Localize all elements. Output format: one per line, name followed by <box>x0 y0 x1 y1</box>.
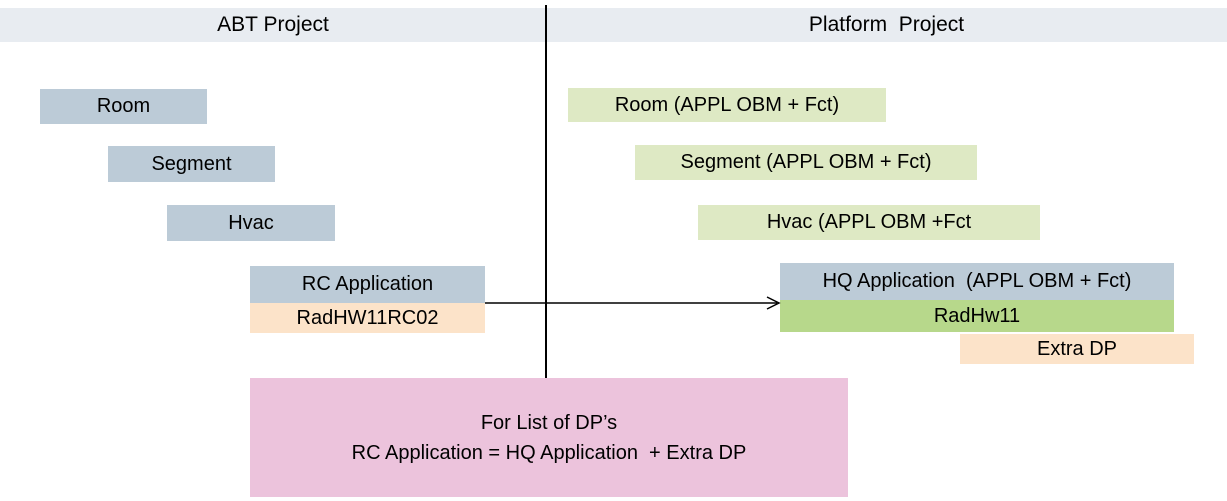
box-radhw11rc02-label: RadHW11RC02 <box>296 306 439 329</box>
box-hq-application-label: HQ Application (APPL OBM + Fct) <box>822 270 1132 292</box>
box-segment-abt-label: Segment <box>151 152 232 175</box>
box-hvac-platform: Hvac (APPL OBM +Fct <box>698 205 1040 240</box>
box-room-abt: Room <box>40 89 207 124</box>
box-segment-abt: Segment <box>108 146 275 182</box>
box-rc-application: RC Application <box>250 266 485 303</box>
box-room-platform-label: Room (APPL OBM + Fct) <box>614 93 840 116</box>
note-line-2: RC Application = HQ Application + Extra … <box>351 441 747 464</box>
note-box: For List of DP’s RC Application = HQ App… <box>250 378 848 497</box>
box-room-platform: Room (APPL OBM + Fct) <box>568 88 886 122</box>
column-divider-line <box>545 5 547 379</box>
box-radhw11-label: RadHw11 <box>933 304 1021 327</box>
box-hvac-platform-label: Hvac (APPL OBM +Fct <box>766 211 972 233</box>
box-hq-application: HQ Application (APPL OBM + Fct) <box>780 263 1174 300</box>
header-abt-project-title: ABT Project <box>217 13 329 36</box>
box-hvac-abt: Hvac <box>167 205 335 241</box>
box-segment-platform-label: Segment (APPL OBM + Fct) <box>680 151 932 173</box>
box-extra-dp-label: Extra DP <box>1036 337 1118 360</box>
header-platform-project: Platform Project <box>546 8 1227 42</box>
header-platform-project-title: Platform Project <box>808 13 965 36</box>
box-extra-dp: Extra DP <box>960 334 1194 364</box>
box-radhw11rc02: RadHW11RC02 <box>250 303 485 333</box>
box-hvac-abt-label: Hvac <box>228 211 274 234</box>
note-line-1: For List of DP’s <box>480 411 618 434</box>
box-room-abt-label: Room <box>96 95 151 117</box>
box-rc-application-label: RC Application <box>301 273 434 295</box>
header-abt-project: ABT Project <box>0 8 546 42</box>
box-radhw11: RadHw11 <box>780 300 1174 332</box>
box-segment-platform: Segment (APPL OBM + Fct) <box>635 145 977 180</box>
rc-to-hq-arrow-icon <box>485 296 781 310</box>
